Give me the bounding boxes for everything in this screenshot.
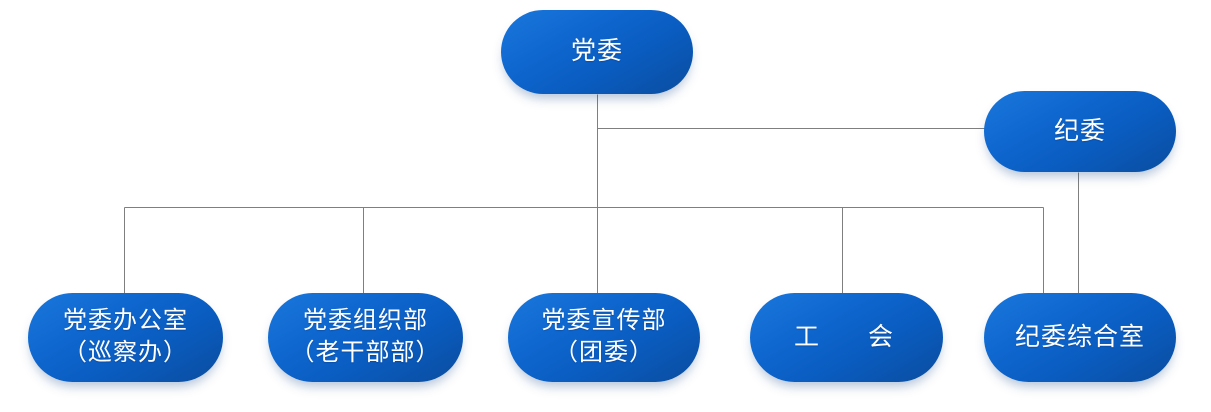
org-node-discipline-general-office[interactable]: 纪委综合室 [984, 293, 1176, 382]
org-node-organization-department[interactable]: 党委组织部 （老干部部） [268, 293, 463, 382]
org-node-propaganda-department[interactable]: 党委宣传部 （团委） [508, 293, 700, 382]
org-node-labor-union[interactable]: 工 会 [750, 293, 943, 382]
org-node-label-discipline-general-office: 纪委综合室 [1014, 323, 1145, 351]
org-node-label-discipline-commission: 纪委 [1053, 117, 1106, 145]
org-node-label-propaganda-department: 党委宣传部 （团委） [541, 307, 667, 366]
org-node-label-organization-department: 党委组织部 （老干部部） [290, 307, 441, 366]
org-node-label-labor-union: 工 会 [793, 323, 905, 351]
org-node-discipline-commission[interactable]: 纪委 [984, 91, 1176, 172]
org-node-party-committee[interactable]: 党委 [501, 10, 693, 94]
org-node-party-office[interactable]: 党委办公室 （巡察办） [28, 293, 223, 382]
org-node-label-party-committee: 党委 [570, 38, 623, 65]
org-node-label-party-office: 党委办公室 （巡察办） [63, 307, 188, 366]
